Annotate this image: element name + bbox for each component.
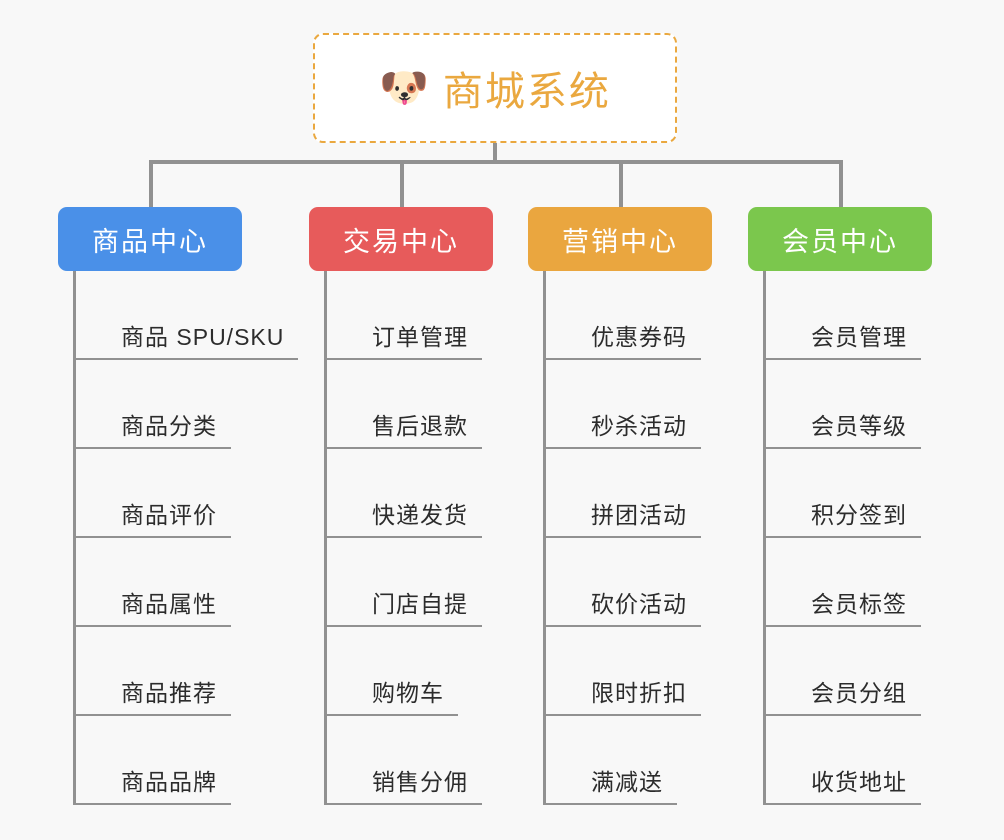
leaf-item[interactable]: 商品属性 <box>76 538 242 627</box>
leaf-label: 商品 SPU/SKU <box>121 324 285 350</box>
leaf-item[interactable]: 购物车 <box>327 627 493 716</box>
branch-title-2: 交易中心 <box>343 226 459 257</box>
leaf-item[interactable]: 会员等级 <box>766 360 932 449</box>
leaf-item[interactable]: 积分签到 <box>766 449 932 538</box>
branch-header-4[interactable]: 会员中心 <box>748 207 932 271</box>
branch-header-1[interactable]: 商品中心 <box>58 207 242 271</box>
connector-drop-3 <box>619 160 623 207</box>
connector-drop-2 <box>400 160 404 207</box>
branch-header-2[interactable]: 交易中心 <box>309 207 493 271</box>
connector-bus <box>149 160 843 164</box>
leaf-item[interactable]: 会员管理 <box>766 271 932 360</box>
leaf-item[interactable]: 快递发货 <box>327 449 493 538</box>
leaf-label: 秒杀活动 <box>591 413 687 439</box>
leaf-label: 满减送 <box>591 769 663 795</box>
leaf-item[interactable]: 商品推荐 <box>76 627 242 716</box>
leaf-label: 会员分组 <box>811 680 907 706</box>
leaf-item[interactable]: 限时折扣 <box>546 627 712 716</box>
branch-title-4: 会员中心 <box>782 226 898 257</box>
leaf-list-3: 优惠券码 秒杀活动 拼团活动 砍价活动 限时折扣 满减送 <box>543 271 712 805</box>
leaf-label: 订单管理 <box>372 324 468 350</box>
branch-column-2: 交易中心 订单管理 售后退款 快递发货 门店自提 购物车 销售分佣 <box>309 207 493 805</box>
leaf-item[interactable]: 商品品牌 <box>76 716 242 805</box>
dog-face-icon: 🐶 <box>379 66 429 110</box>
leaf-label: 商品推荐 <box>121 680 217 706</box>
leaf-label: 门店自提 <box>372 591 468 617</box>
root-title: 商城系统 <box>442 70 611 114</box>
leaf-label: 售后退款 <box>372 413 468 439</box>
leaf-label: 商品分类 <box>121 413 217 439</box>
leaf-item[interactable]: 订单管理 <box>327 271 493 360</box>
branch-column-3: 营销中心 优惠券码 秒杀活动 拼团活动 砍价活动 限时折扣 满减送 <box>528 207 712 805</box>
leaf-label: 销售分佣 <box>372 769 468 795</box>
connector-stem <box>493 143 497 163</box>
leaf-item[interactable]: 会员标签 <box>766 538 932 627</box>
leaf-list-2: 订单管理 售后退款 快递发货 门店自提 购物车 销售分佣 <box>324 271 493 805</box>
leaf-item[interactable]: 满减送 <box>546 716 712 805</box>
branch-title-1: 商品中心 <box>92 226 208 257</box>
leaf-label: 会员等级 <box>811 413 907 439</box>
branch-column-1: 商品中心 商品 SPU/SKU 商品分类 商品评价 商品属性 商品推荐 商品品牌 <box>58 207 299 805</box>
leaf-item[interactable]: 会员分组 <box>766 627 932 716</box>
leaf-label: 优惠券码 <box>591 324 687 350</box>
leaf-item[interactable]: 门店自提 <box>327 538 493 627</box>
branch-title-3: 营销中心 <box>562 226 678 257</box>
leaf-item[interactable]: 商品分类 <box>76 360 242 449</box>
leaf-label: 会员管理 <box>811 324 907 350</box>
leaf-item[interactable]: 秒杀活动 <box>546 360 712 449</box>
root-node[interactable]: 🐶 商城系统 <box>313 33 677 143</box>
leaf-list-1: 商品 SPU/SKU 商品分类 商品评价 商品属性 商品推荐 商品品牌 <box>73 271 299 805</box>
leaf-label: 收货地址 <box>811 769 907 795</box>
connector-drop-4 <box>839 160 843 207</box>
leaf-label: 商品评价 <box>121 502 217 528</box>
leaf-item[interactable]: 商品 SPU/SKU <box>76 271 299 360</box>
leaf-item[interactable]: 收货地址 <box>766 716 932 805</box>
leaf-label: 商品品牌 <box>121 769 217 795</box>
branch-column-4: 会员中心 会员管理 会员等级 积分签到 会员标签 会员分组 收货地址 <box>748 207 932 805</box>
branch-header-3[interactable]: 营销中心 <box>528 207 712 271</box>
leaf-item[interactable]: 砍价活动 <box>546 538 712 627</box>
leaf-label: 积分签到 <box>811 502 907 528</box>
leaf-label: 拼团活动 <box>591 502 687 528</box>
leaf-label: 快递发货 <box>372 502 468 528</box>
leaf-item[interactable]: 优惠券码 <box>546 271 712 360</box>
leaf-label: 商品属性 <box>121 591 217 617</box>
leaf-item[interactable]: 售后退款 <box>327 360 493 449</box>
leaf-item[interactable]: 商品评价 <box>76 449 242 538</box>
leaf-label: 购物车 <box>372 680 444 706</box>
leaf-label: 会员标签 <box>811 591 907 617</box>
leaf-item[interactable]: 拼团活动 <box>546 449 712 538</box>
leaf-item[interactable]: 销售分佣 <box>327 716 493 805</box>
leaf-label: 限时折扣 <box>591 680 687 706</box>
connector-drop-1 <box>149 160 153 207</box>
leaf-label: 砍价活动 <box>591 591 687 617</box>
leaf-list-4: 会员管理 会员等级 积分签到 会员标签 会员分组 收货地址 <box>763 271 932 805</box>
